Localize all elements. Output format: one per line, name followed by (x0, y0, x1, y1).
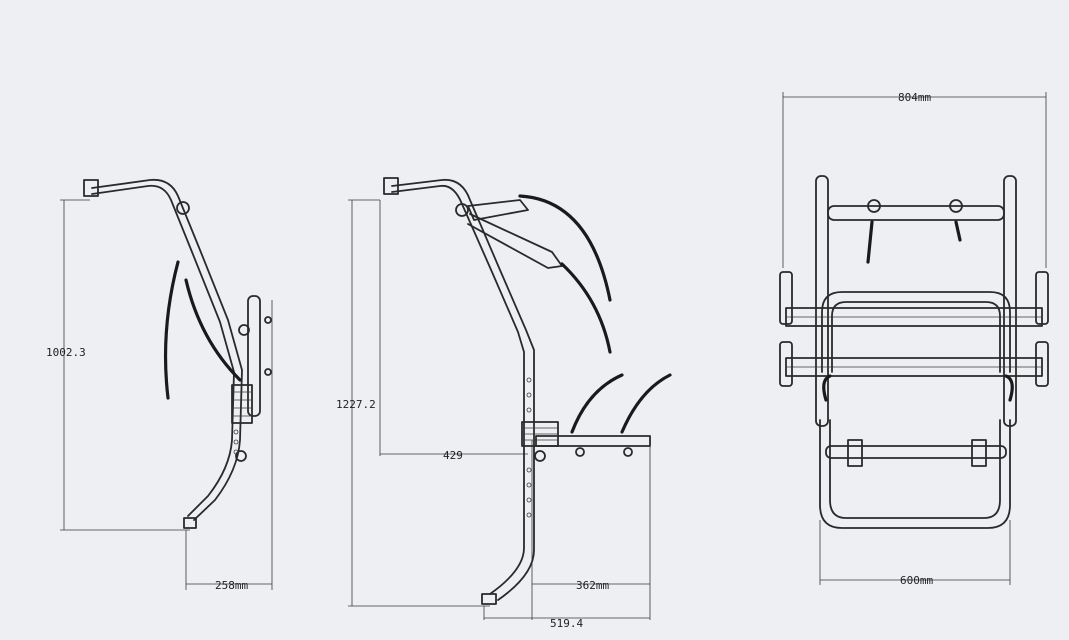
rear-strap (954, 220, 962, 242)
side-hatched-pad (231, 384, 253, 424)
rear-right-hook (1004, 374, 1014, 402)
mid-wheel-strap (560, 262, 612, 354)
side-knob (264, 368, 272, 376)
mid-foot (481, 593, 497, 605)
rear-lower-frame-inner (829, 419, 1001, 519)
mid-arm-knob (623, 447, 633, 457)
mid-arm-knob (575, 447, 585, 457)
mid-height-label: 1227.2 (336, 398, 376, 411)
rear-upper-right-cap (1035, 271, 1049, 325)
side-middle-hub (238, 324, 250, 336)
rear-lower-frame (819, 419, 1011, 529)
rear-view-drawing: 804mm 600mm (779, 91, 1049, 587)
rear-strap (866, 220, 874, 264)
rear-right-post (1003, 175, 1017, 427)
side-hole (233, 429, 239, 435)
rear-left-hook (822, 374, 832, 402)
rear-left-pad (847, 439, 863, 467)
mid-wheel-strap (518, 194, 612, 302)
side-foot (183, 517, 197, 529)
rear-right-pad (971, 439, 987, 467)
rear-upper-loop-inner (831, 301, 1001, 373)
rear-top-width-label: 804mm (898, 91, 931, 104)
side-strap (184, 278, 242, 382)
rear-lower-right-cap (1035, 341, 1049, 387)
side-rack-bar (247, 295, 261, 417)
mid-pivot-hub (455, 203, 469, 217)
rear-top-crossbar (827, 205, 1005, 221)
rear-upper-left-cap (779, 271, 793, 325)
rear-upper-loop (821, 291, 1011, 373)
rear-lower-left-cap (779, 341, 793, 387)
mid-lock-knob (534, 450, 546, 462)
side-top-bracket (83, 179, 99, 197)
mid-main-tube-inner (391, 184, 525, 595)
mid-arm-length-label: 362mm (576, 579, 609, 592)
mid-cradle-strap (570, 373, 624, 434)
extended-side-view-drawing: 1227.2 429 362mm 519.4 (336, 177, 672, 630)
side-hole (233, 439, 239, 445)
mid-top-bracket (383, 177, 399, 195)
side-knob (264, 316, 272, 324)
side-base-width-label: 258mm (215, 579, 248, 592)
mid-main-tube (391, 178, 535, 601)
side-main-tube (91, 178, 243, 521)
mid-horizontal-arm (535, 435, 651, 447)
rear-bottom-width-label: 600mm (900, 574, 933, 587)
rear-left-post (815, 175, 829, 427)
side-view-drawing: 1002.3 258mm (46, 178, 273, 592)
mid-offset-label: 429 (443, 449, 463, 462)
mid-cradle-strap (620, 373, 672, 434)
rear-top-knob (949, 199, 963, 213)
mid-upper-arm (467, 213, 563, 269)
side-main-tube-inner (91, 184, 235, 517)
side-upper-hub (176, 201, 190, 215)
side-height-label: 1002.3 (46, 346, 86, 359)
rear-step-bar (825, 445, 1007, 459)
side-lock-knob (235, 450, 247, 462)
mid-total-depth-label: 519.4 (550, 617, 583, 630)
side-strap (163, 260, 180, 400)
rear-top-knob (867, 199, 881, 213)
